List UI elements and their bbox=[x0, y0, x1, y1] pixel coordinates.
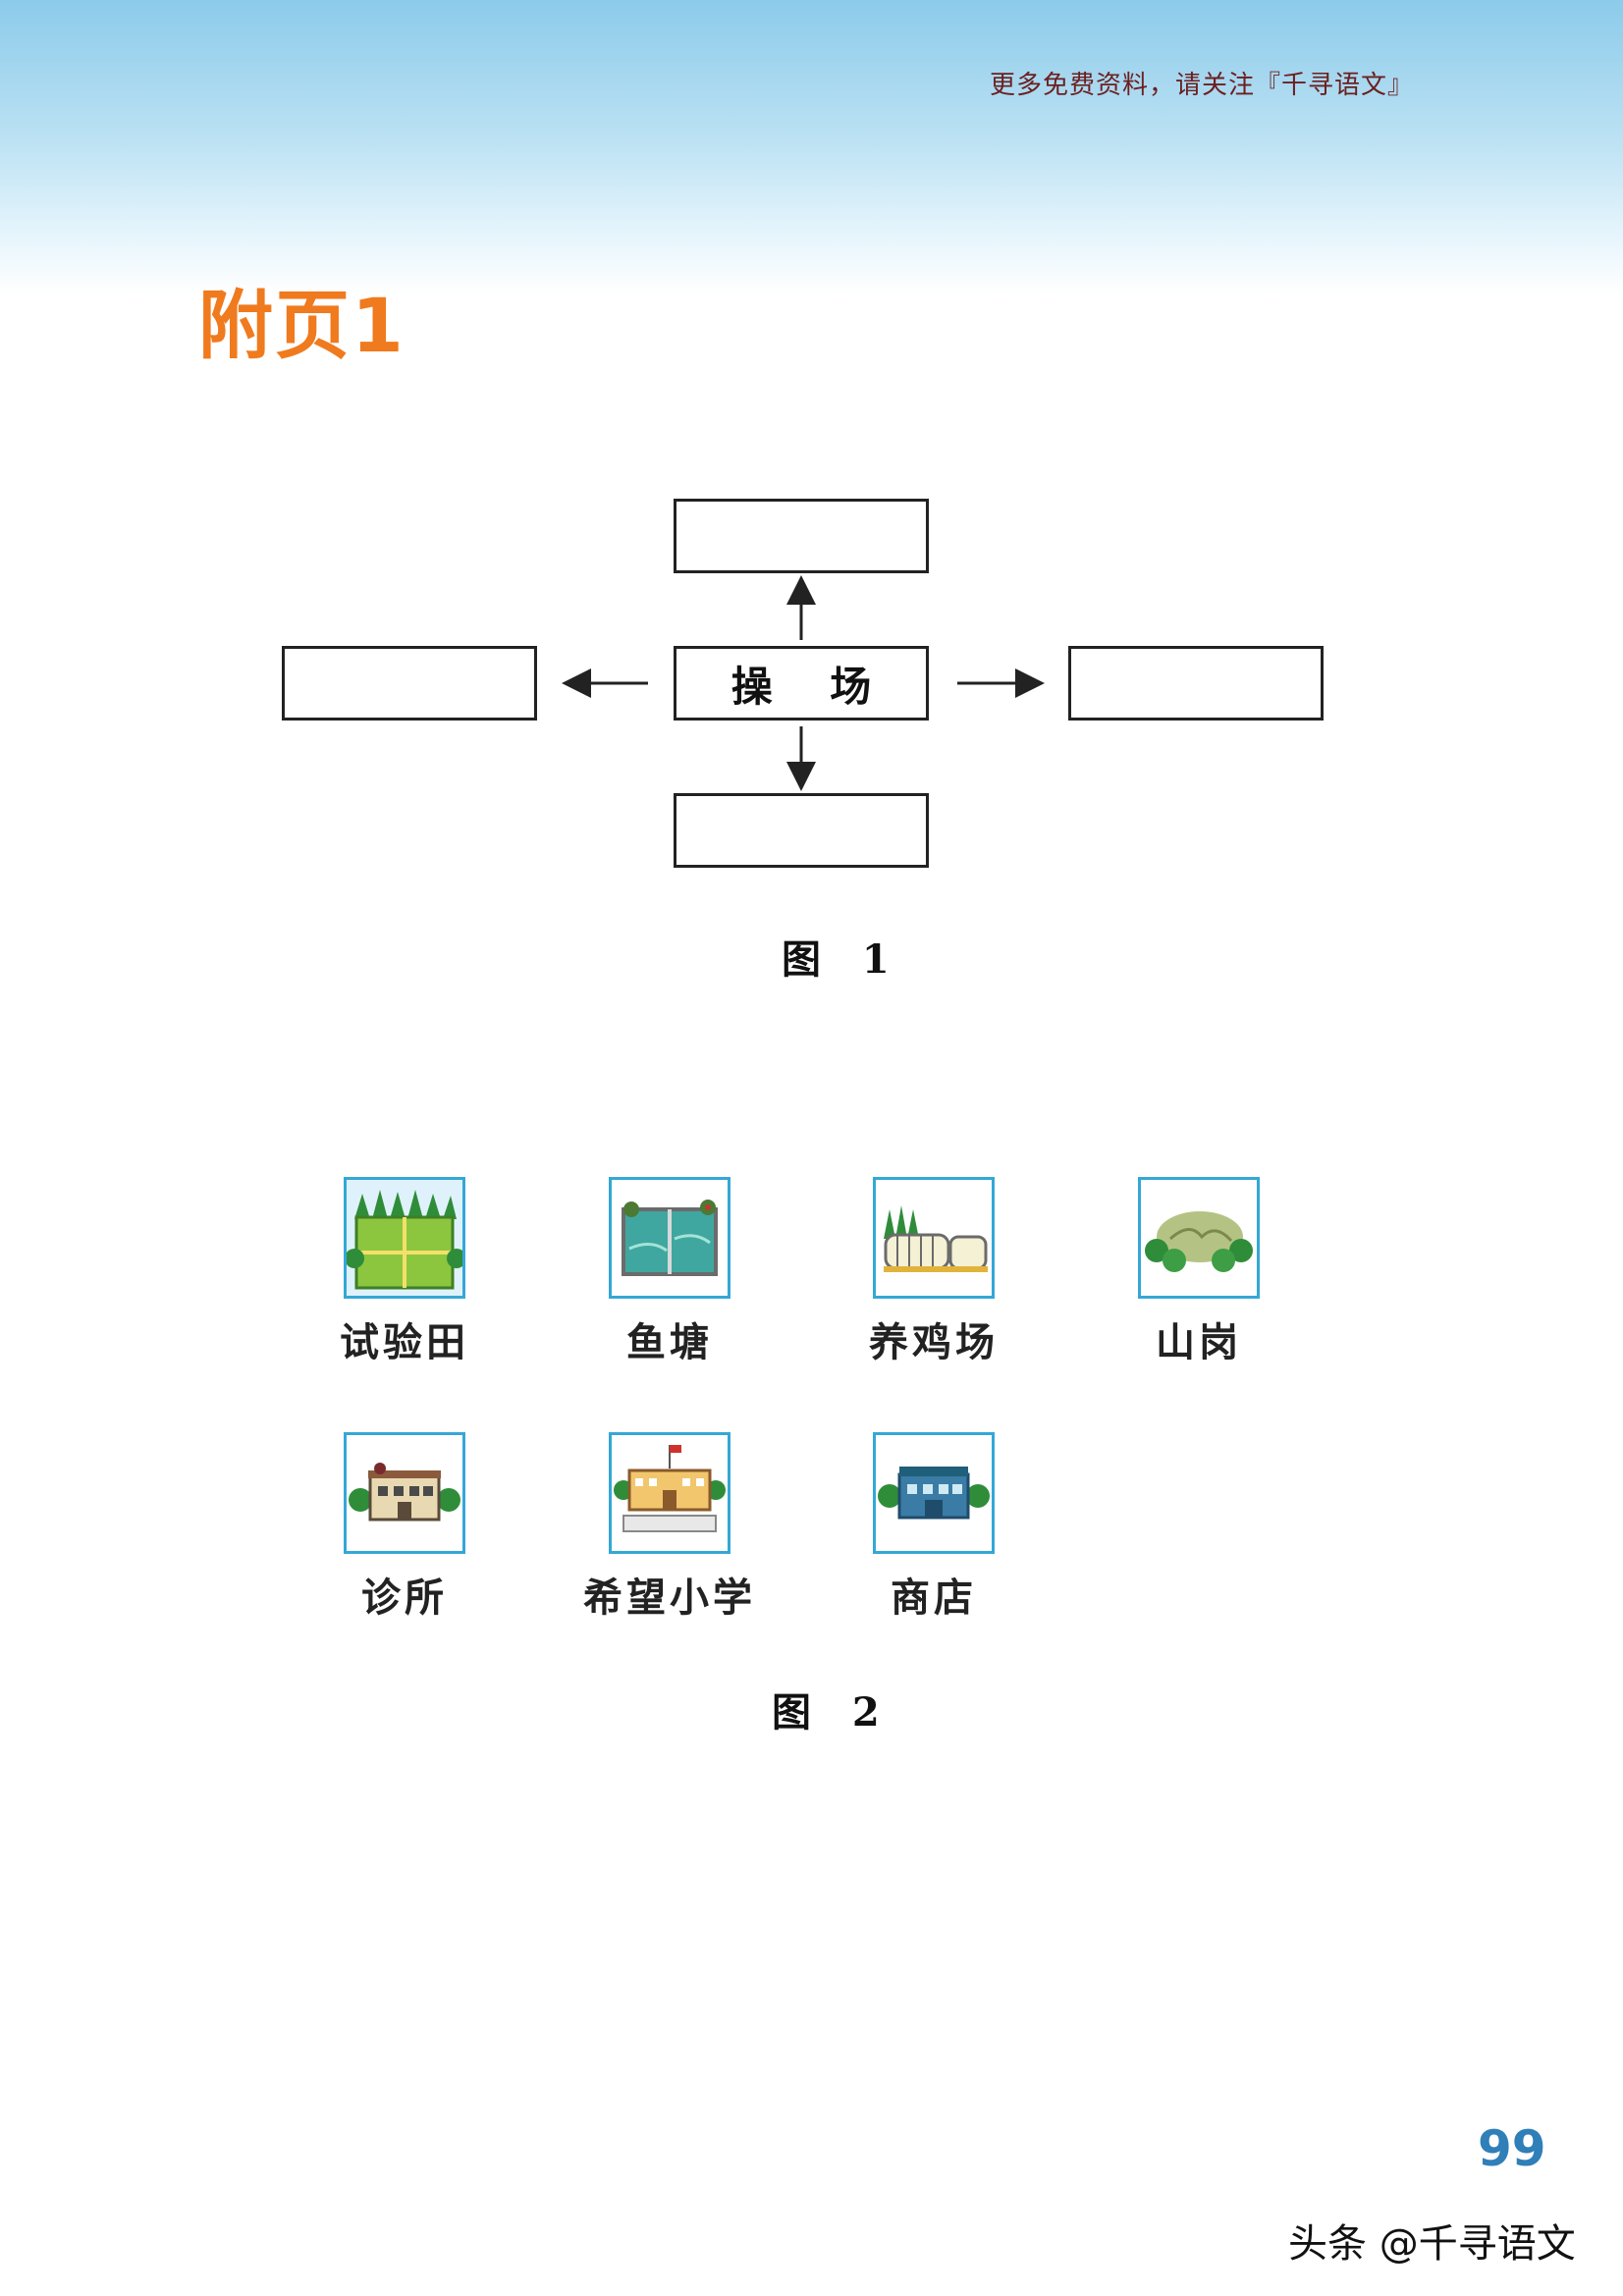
place-label: 山岗 bbox=[1106, 1310, 1292, 1367]
place-label: 商店 bbox=[840, 1566, 1027, 1623]
page-number: 99 bbox=[1478, 2120, 1546, 2177]
school-icon bbox=[609, 1432, 730, 1554]
shop-icon bbox=[873, 1432, 995, 1554]
place-shop: 商店 bbox=[840, 1432, 1027, 1623]
place-label: 养鸡场 bbox=[840, 1310, 1027, 1367]
place-test-field: 试验田 bbox=[311, 1177, 498, 1367]
clinic-icon bbox=[344, 1432, 465, 1554]
field-icon bbox=[344, 1177, 465, 1299]
figure-1-caption: 图 1 bbox=[782, 928, 903, 985]
fish-pond-icon bbox=[609, 1177, 730, 1299]
figure-2-caption: 图 2 bbox=[772, 1681, 893, 1737]
diagram-arrows bbox=[0, 0, 1623, 982]
hill-icon bbox=[1138, 1177, 1260, 1299]
place-label: 希望小学 bbox=[576, 1566, 763, 1623]
place-label: 诊所 bbox=[311, 1566, 498, 1623]
place-fish-pond: 鱼塘 bbox=[576, 1177, 763, 1367]
place-hill: 山岗 bbox=[1106, 1177, 1292, 1367]
place-label: 试验田 bbox=[311, 1310, 498, 1367]
place-chicken-farm: 养鸡场 bbox=[840, 1177, 1027, 1367]
watermark-text: 头条 @千寻语文 bbox=[1288, 2212, 1576, 2269]
place-clinic: 诊所 bbox=[311, 1432, 498, 1623]
chicken-farm-icon bbox=[873, 1177, 995, 1299]
place-label: 鱼塘 bbox=[576, 1310, 763, 1367]
place-hope-school: 希望小学 bbox=[576, 1432, 763, 1623]
